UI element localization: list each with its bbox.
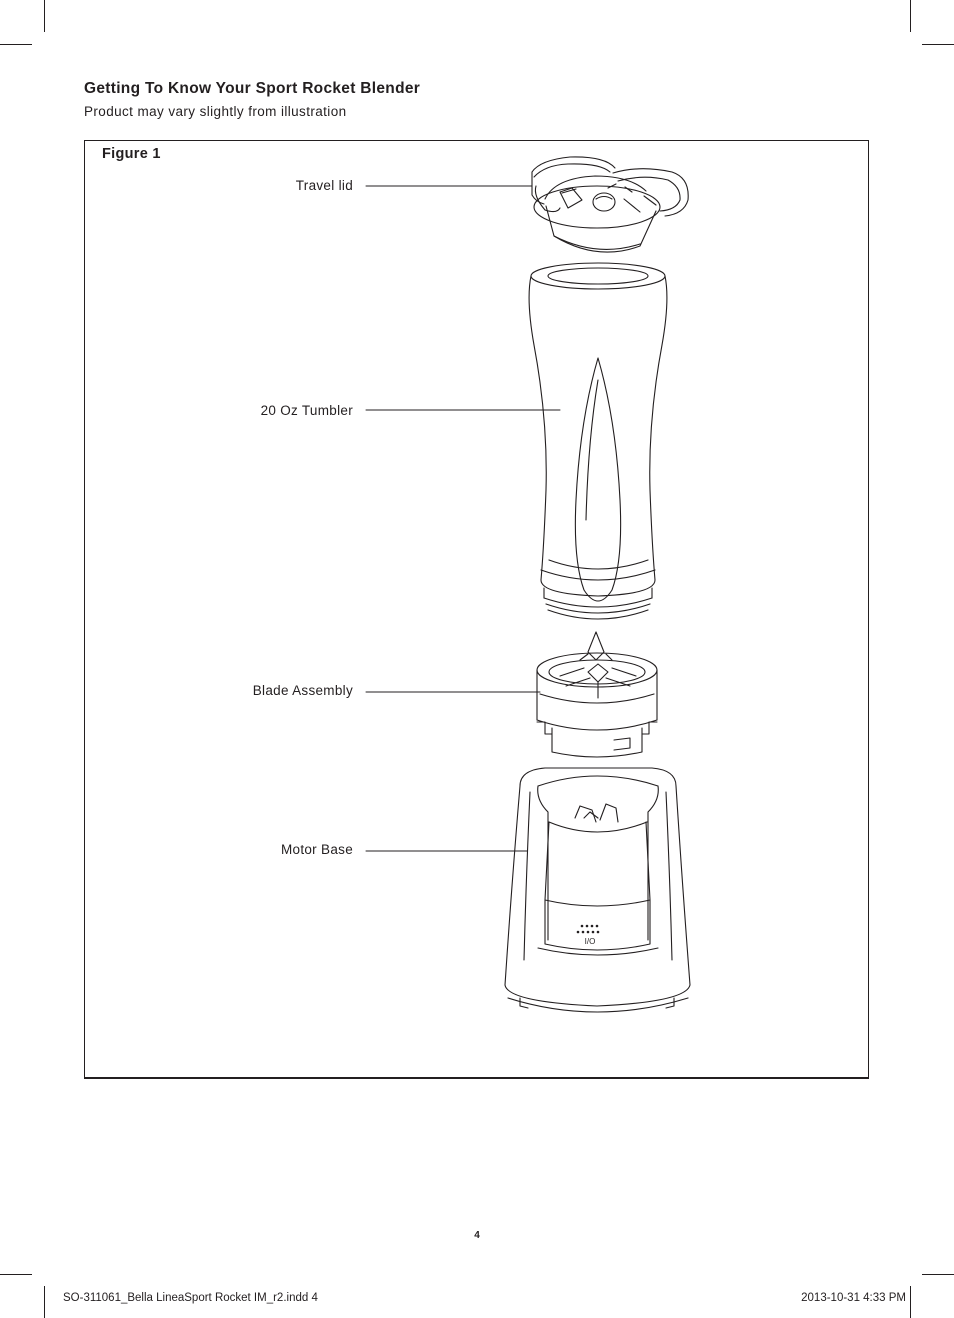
motor-base-drawing: I/O (504, 767, 691, 1013)
crop-mark-bottom-left-h (0, 1274, 32, 1275)
crop-mark-bottom-left (44, 1286, 45, 1318)
label-travel-lid: Travel lid (295, 178, 353, 193)
crop-mark-top-right (910, 0, 911, 32)
page-number: 4 (474, 1230, 480, 1241)
power-button-dots (576, 924, 600, 934)
label-tumbler: 20 Oz Tumbler (260, 403, 353, 418)
crop-mark-top-left (44, 0, 45, 32)
travel-lid-drawing (531, 156, 689, 253)
label-blade-assembly: Blade Assembly (252, 683, 353, 698)
label-motor-base: Motor Base (280, 842, 353, 857)
blade-assembly-drawing (536, 631, 658, 758)
figure-label: Figure 1 (102, 146, 161, 162)
figure-frame (84, 140, 869, 1079)
crop-mark-top-left-h (0, 44, 32, 45)
print-slug-timestamp: 2013-10-31 4:33 PM (801, 1292, 906, 1304)
crop-mark-bottom-right (910, 1286, 911, 1318)
section-subheading: Product may vary slightly from illustrat… (84, 104, 347, 119)
leader-lines (365, 185, 561, 852)
power-button-label: I/O (585, 937, 596, 946)
print-slug-filename: SO-311061_Bella LineaSport Rocket IM_r2.… (63, 1292, 318, 1304)
tumbler-drawing (528, 262, 668, 620)
crop-mark-bottom-right-h (922, 1274, 954, 1275)
section-heading: Getting To Know Your Sport Rocket Blende… (84, 80, 421, 97)
crop-mark-top-right-h (922, 44, 954, 45)
